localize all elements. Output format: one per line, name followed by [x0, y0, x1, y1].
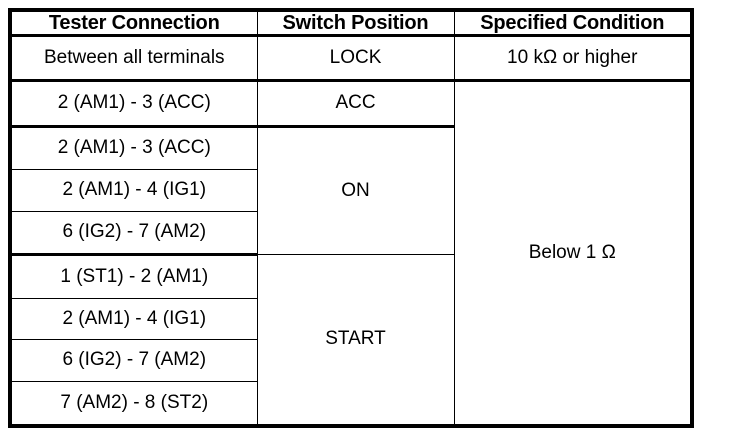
column-header-tester-connection: Tester Connection [9, 9, 258, 37]
spec-table-container: Tester Connection Switch Position Specif… [8, 8, 694, 428]
column-header-specified-condition: Specified Condition [453, 9, 693, 37]
cell-tester-connection: 2 (AM1) - 3 (ACC) [9, 80, 258, 128]
cell-switch-position: LOCK [256, 34, 455, 83]
cell-tester-connection: 2 (AM1) - 3 (ACC) [9, 125, 258, 171]
cell-tester-connection: 6 (IG2) - 7 (AM2) [9, 210, 258, 257]
cell-specified-condition-merged: Below 1 Ω [453, 80, 693, 428]
table-row: Between all terminals LOCK 10 kΩ or high… [9, 34, 693, 83]
cell-specified-condition: 10 kΩ or higher [453, 34, 693, 83]
cell-switch-position-merged: ON [256, 125, 455, 256]
tester-connection-spec-table: Tester Connection Switch Position Specif… [8, 8, 694, 428]
cell-tester-connection: 1 (ST1) - 2 (AM1) [9, 254, 258, 299]
table-row: 1 (ST1) - 2 (AM1) START [9, 254, 692, 427]
table-row: 6 (IG2) - 7 (AM2) [9, 339, 692, 383]
table-header: Tester Connection Switch Position Specif… [9, 9, 693, 37]
table-row: 2 (AM1) - 3 (ACC) ACC Below 1 Ω [9, 80, 693, 428]
cell-switch-position: ACC [256, 80, 455, 128]
table-row: 7 (AM2) - 8 (ST2) [9, 381, 692, 427]
column-header-switch-position: Switch Position [256, 9, 455, 37]
table-row: 6 (IG2) - 7 (AM2) [9, 210, 692, 257]
cell-tester-connection: 2 (AM1) - 4 (IG1) [9, 297, 258, 341]
cell-tester-connection: 2 (AM1) - 4 (IG1) [9, 169, 258, 212]
table-row: 2 (AM1) - 3 (ACC) ON [9, 125, 692, 256]
cell-tester-connection: Between all terminals [9, 34, 258, 83]
cell-tester-connection: 6 (IG2) - 7 (AM2) [9, 339, 258, 383]
cell-switch-position-merged: START [256, 254, 455, 427]
header-row: Tester Connection Switch Position Specif… [9, 9, 693, 37]
cell-tester-connection: 7 (AM2) - 8 (ST2) [9, 381, 258, 427]
table-body: Between all terminals LOCK 10 kΩ or high… [9, 34, 693, 428]
table-row: 2 (AM1) - 4 (IG1) [9, 297, 692, 341]
